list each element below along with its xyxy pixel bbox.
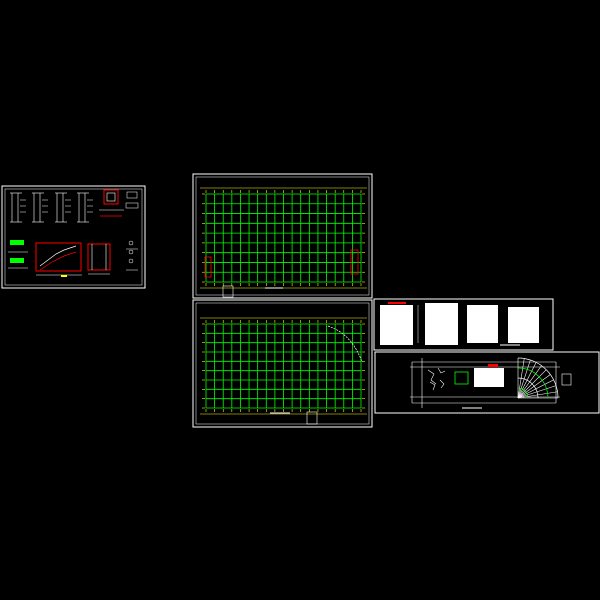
title-mark xyxy=(61,275,67,277)
sheet-frame xyxy=(192,173,373,299)
note-page-4 xyxy=(508,307,539,343)
small-details-right xyxy=(126,240,138,271)
stair-mark-left xyxy=(204,256,212,278)
site-outline xyxy=(410,358,560,408)
fan-arc xyxy=(517,357,559,399)
stair-section-left xyxy=(8,240,28,269)
column-details xyxy=(10,192,89,223)
note-page-3 xyxy=(467,305,498,343)
note-page-2 xyxy=(425,303,458,345)
sheet-frame xyxy=(373,298,554,351)
text-sheet-right xyxy=(373,298,554,351)
title-block xyxy=(222,285,234,298)
detail-glyphs xyxy=(427,367,446,391)
note-title-mark xyxy=(488,364,498,367)
sheet-frame xyxy=(192,299,373,428)
green-detail xyxy=(454,371,469,385)
fan-array xyxy=(517,357,559,399)
stair-section xyxy=(35,242,111,276)
note-block xyxy=(474,368,504,387)
sheet-inner-frame xyxy=(195,302,370,425)
fan-arc xyxy=(517,367,549,399)
sheet-inner-frame xyxy=(195,176,370,296)
note-title-mark xyxy=(388,302,406,304)
title-block xyxy=(561,373,572,386)
layout-sheet-right xyxy=(374,351,600,414)
plan-sheet-upper xyxy=(192,173,373,299)
plan-sheet-lower xyxy=(192,299,373,428)
stair-mark-right xyxy=(350,249,359,275)
detail-sheet-left xyxy=(1,185,146,289)
curved-edge xyxy=(327,325,363,363)
structural-grid xyxy=(200,317,367,415)
detail-ticks xyxy=(20,199,93,213)
structural-grid xyxy=(200,187,367,289)
note-page-1 xyxy=(380,305,413,345)
base-detail xyxy=(99,189,139,217)
sheet-inner-frame xyxy=(4,188,143,286)
sheet-frame xyxy=(374,351,600,414)
fan-arc xyxy=(517,377,539,399)
fan-arc xyxy=(517,387,529,399)
title-block xyxy=(306,411,318,425)
sheet-frame xyxy=(1,185,146,289)
